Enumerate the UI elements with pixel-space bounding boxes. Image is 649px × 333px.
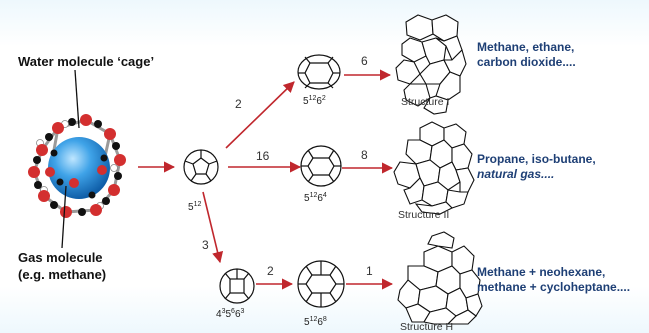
cage-label-51262: 51262 (303, 95, 326, 107)
cage-notation-labels: 512 51262 51264 435663 51268 (188, 95, 327, 328)
cage-512-drawing (183, 149, 219, 185)
cage-polyhedra (183, 54, 345, 308)
water-cage-pointer (74, 69, 80, 129)
count-to-51268: 2 (267, 264, 274, 278)
cage-label-512: 512 (188, 201, 201, 213)
structure-h-drawing (397, 231, 483, 325)
arrow-512-to-435663 (202, 191, 224, 264)
arrow-512-to-51262 (225, 81, 295, 149)
count-structure-1: 6 (361, 54, 368, 68)
structure-h-guests-line1: Methane + neohexane, (477, 265, 606, 279)
structure-2-guests-line2: natural gas.... (477, 167, 555, 181)
cage-label-51264: 51264 (304, 192, 327, 204)
structure-1-guests: Methane, ethane, carbon dioxide.... (477, 40, 576, 70)
structure-h-guests: Methane + neohexane, methane + cyclohept… (477, 265, 630, 295)
structure-2-label: Structure II (398, 209, 450, 221)
structure-1-label: Structure I (401, 96, 450, 108)
structure-1-guests-line1: Methane, ethane, (477, 40, 575, 54)
count-structure-h: 1 (366, 264, 373, 278)
structure-2-guests-line1: Propane, iso-butane, (477, 152, 596, 166)
cage-label-51268: 51268 (304, 316, 327, 328)
structure-frameworks (393, 14, 483, 325)
count-to-51262: 2 (235, 97, 242, 111)
water-cage (28, 69, 126, 249)
count-to-51264: 16 (256, 149, 270, 163)
structure-1-drawing (395, 14, 467, 115)
structure-h-label: Structure H (400, 321, 454, 333)
hydrogen-atoms (33, 118, 122, 216)
gas-molecule-sphere (48, 137, 110, 199)
count-structure-2: 8 (361, 148, 368, 162)
oxygen-atoms (28, 114, 126, 218)
structure-2-drawing (393, 121, 475, 215)
gas-molecule-label: Gas molecule (18, 250, 103, 265)
cage-51262-drawing (297, 54, 341, 90)
gas-molecule-example: (e.g. methane) (18, 267, 107, 282)
cage-label-435663: 435663 (216, 308, 245, 320)
cage-51268-drawing (297, 260, 345, 308)
flow-arrows (138, 69, 394, 290)
count-to-435663: 3 (202, 238, 209, 252)
structure-h-guests-line2: methane + cycloheptane.... (477, 280, 631, 294)
cage-435663-drawing (219, 268, 255, 304)
water-cage-label: Water molecule ‘cage’ (18, 54, 155, 69)
gas-molecule-pointer (61, 185, 67, 249)
cage-51264-drawing (300, 145, 342, 187)
structure-2-guests: Propane, iso-butane, natural gas.... (477, 152, 596, 182)
structure-1-guests-line2: carbon dioxide.... (477, 55, 576, 69)
